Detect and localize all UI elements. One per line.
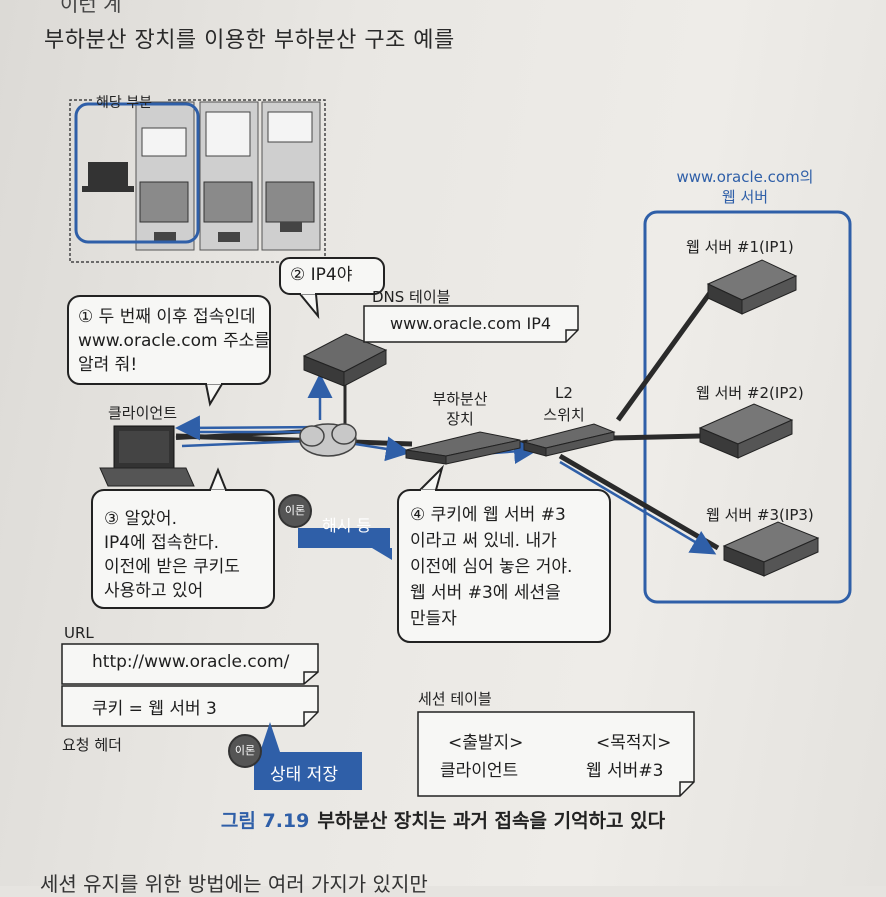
dns-table-card [363,305,579,343]
dns-server-icon [302,333,388,387]
client-laptop-icon [99,425,195,487]
server-1-label: 웹 서버 #1(IP1) [686,238,794,256]
hash-badge-text: 해시 등 [322,516,372,535]
state-badge-bg [254,752,362,790]
bubble-3-line-1: ③ 알았어. [104,509,177,529]
session-col1-head: <출발지> [448,733,524,753]
url-value: http://www.oracle.com/ [92,652,290,672]
lb-label-1: 부하분산 [432,390,488,408]
web-server-1-icon [706,259,798,315]
l2-switch-icon [522,423,616,457]
bubble-1-line-2: www.oracle.com 주소를 [78,331,270,351]
server-2-label: 웹 서버 #2(IP2) [696,384,804,402]
theory-dot-hash: 이론 [278,494,312,528]
bubble-3-line-4: 사용하고 있어 [104,581,204,601]
bubble-1-line-3: 알려 줘! [78,355,138,375]
bubble-1-line-1: ① 두 번째 이후 접속인데 [78,307,256,327]
bubble-4-shape [397,464,611,643]
web-server-3-icon [722,521,820,577]
web-group-title-2: 웹 서버 [721,188,769,206]
intro-text: 부하분산 장치를 이용한 부하분산 구조 예를 [44,28,455,53]
bottom-text: 세션 유지를 위한 방법에는 여러 가지가 있지만 [40,872,428,896]
bubble-3-line-2: IP4에 접속한다. [104,533,220,553]
hash-badge-bg [298,528,390,548]
l2-label-2: 스위치 [543,406,585,424]
intro-top-text: 이런 계 [60,0,122,16]
figure-caption: 그림 7.19 부하분산 장치는 과거 접속을 기억하고 있다 [0,806,886,833]
url-card [61,643,319,685]
header-label: 요청 헤더 [62,736,122,754]
session-col2-head: <목적지> [596,733,672,753]
bubble-3-shape [91,467,275,609]
server-3-label: 웹 서버 #3(IP3) [706,506,814,524]
bubble-4-line-2: 이라고 써 있네. 내가 [410,531,557,551]
web-server-group-frame [643,210,852,604]
dns-entry: www.oracle.com IP4 [390,314,552,333]
overview-thumbnail [69,99,326,263]
session-col1-value: 클라이언트 [440,761,519,781]
bubble-2-text: ② IP4야 [290,265,353,285]
theory-dot-state: 이론 [228,734,262,768]
url-label: URL [64,624,94,642]
figure-number: 그림 7.19 [220,810,310,832]
state-badge-text: 상태 저장 [270,765,338,785]
figure-caption-text: 부하분산 장치는 과거 접속을 기억하고 있다 [317,810,666,832]
bubble-1-shape [67,295,271,407]
session-table-card [417,711,695,797]
bubble-4-line-4: 웹 서버 #3에 세션을 [410,583,561,603]
load-balancer-icon [405,431,521,465]
header-value: 쿠키 = 웹 서버 3 [92,699,217,719]
session-table-label: 세션 테이블 [418,690,492,708]
web-server-2-icon [698,403,794,459]
internet-cloud [299,423,357,457]
l2-label-1: L2 [555,384,573,402]
session-col2-value: 웹 서버#3 [586,761,664,781]
lb-label-2: 장치 [446,410,474,428]
client-label: 클라이언트 [108,404,178,422]
web-group-title-1: www.oracle.com의 [676,168,814,186]
bubble-4-line-1: ④ 쿠키에 웹 서버 #3 [410,505,566,525]
bubble-3-line-3: 이전에 받은 쿠키도 [104,557,240,577]
bubble-2-shape [279,257,385,320]
overview-label: 해당 부분 [96,95,152,111]
bubble-4-line-3: 이전에 심어 놓은 거야. [410,557,573,577]
dns-table-label: DNS 테이블 [372,288,451,306]
header-card [61,685,319,727]
bubble-4-line-5: 만들자 [410,609,457,629]
